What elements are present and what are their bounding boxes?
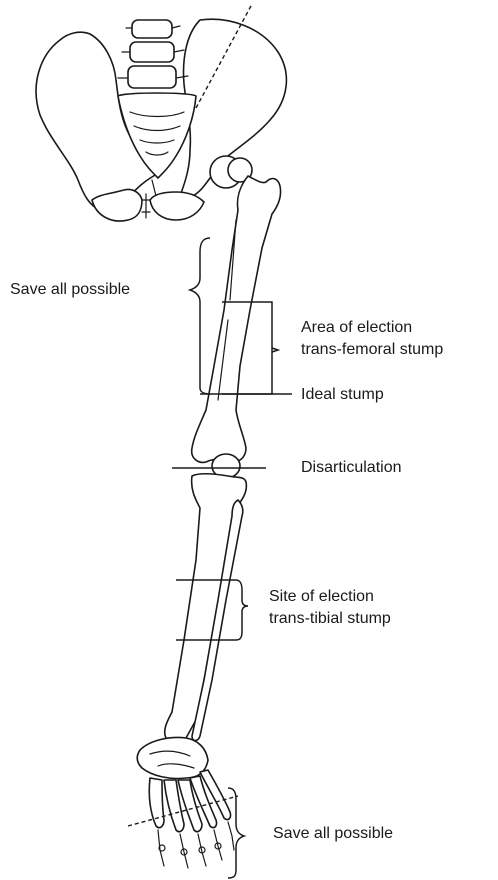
label-disarticulation: Disarticulation bbox=[301, 457, 401, 479]
label-save-all-possible-lower: Save all possible bbox=[273, 823, 393, 845]
vertebra-l4 bbox=[130, 42, 174, 62]
label-area-of-election-line2: trans-femoral stump bbox=[301, 339, 443, 361]
right-pubic-ramus bbox=[150, 192, 204, 220]
label-area-of-election-line1: Area of election bbox=[301, 317, 443, 339]
vertebra-l5 bbox=[128, 66, 176, 88]
femur bbox=[192, 158, 281, 478]
label-site-of-election-line1: Site of election bbox=[269, 586, 391, 608]
lower-save-brace bbox=[228, 788, 244, 878]
tarsal-bones bbox=[137, 738, 208, 779]
femur-shaft bbox=[192, 176, 281, 462]
upper-save-brace bbox=[190, 238, 210, 394]
vertebra-l3 bbox=[132, 20, 172, 38]
label-area-of-election: Area of election trans-femoral stump bbox=[301, 317, 443, 361]
lower-leg bbox=[165, 474, 247, 743]
label-save-all-possible-upper: Save all possible bbox=[10, 279, 130, 301]
foot bbox=[128, 738, 238, 869]
label-site-of-election: Site of election trans-tibial stump bbox=[269, 586, 391, 630]
label-ideal-stump: Ideal stump bbox=[301, 384, 384, 406]
label-site-of-election-line2: trans-tibial stump bbox=[269, 608, 391, 630]
